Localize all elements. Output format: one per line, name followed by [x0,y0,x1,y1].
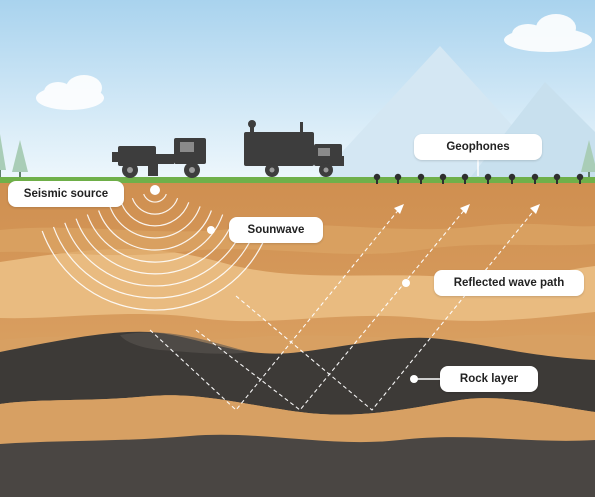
sounwave-dot [207,226,215,234]
soundwave-label: Sounwave [229,217,323,243]
geophones-label: Geophones [414,134,542,160]
geophone-icon [576,173,584,184]
seismic-source-point [150,185,160,195]
deep-rock-layer [0,434,595,497]
soil-layer-light-band [0,248,595,322]
ground-grass [0,177,595,183]
wave-arrowheads [394,204,540,214]
cloud-icon [36,75,104,110]
seismic-source-label: Seismic source [8,181,124,207]
geophone-array [373,173,584,184]
arrowhead-1 [394,204,404,214]
soundwave-arcs [41,193,269,311]
geophone-icon [439,173,447,184]
geophone-icon [461,173,469,184]
rock-layer [0,331,595,415]
soundwave-arc [64,222,246,287]
geophone-icon [417,173,425,184]
soundwave-arc [86,214,224,263]
rock-layer-highlight [120,332,250,354]
geophone-icon [553,173,561,184]
cloud-icon [504,14,592,52]
soundwave-arc [98,210,212,251]
rock-layer-label: Rock layer [440,366,538,392]
soil-layer-under-rock [0,395,595,444]
geophone-icon [531,173,539,184]
geophone-icon [508,173,516,184]
soundwave-arc [131,197,179,215]
geophone-icon [484,173,492,184]
reflected-wave-dot [402,279,410,287]
soundwave-arc [75,218,235,275]
tree-icon [581,140,595,178]
vibroseis-truck-icon [112,138,206,178]
geophone-icon [373,173,381,184]
recording-truck-icon [244,120,344,177]
wave-path-2 [195,207,467,411]
soundwave-arc [143,193,167,203]
arrowhead-2 [460,204,470,214]
reflected-wave-path-label: Reflected wave path [434,270,584,296]
soundwave-arc [120,202,190,227]
arrowhead-3 [530,204,540,214]
tree-icon [12,140,28,178]
wave-path-1 [149,207,401,411]
tree-icon [0,134,6,178]
soundwave-arc [41,230,269,311]
geophone-icon [394,173,402,184]
soundwave-arc [52,226,258,299]
soundwave-arc [109,206,201,239]
